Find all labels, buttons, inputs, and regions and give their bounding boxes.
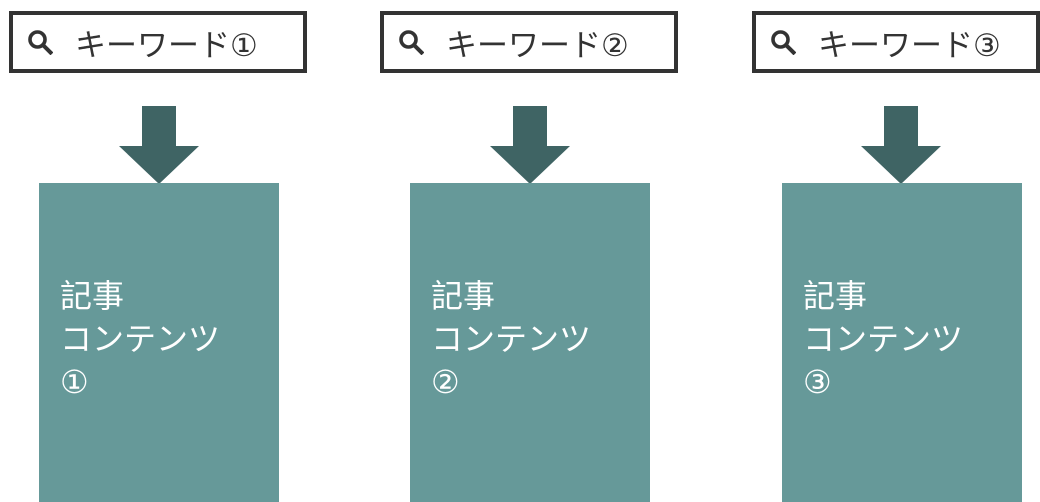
keyword-search-box-1[interactable]: キーワード① bbox=[9, 11, 307, 73]
article-content-line: 記事 bbox=[803, 277, 868, 315]
search-icon bbox=[399, 30, 424, 55]
keyword-column-3: キーワード③ 記事 コンテンツ ③ bbox=[752, 0, 1040, 502]
down-arrow-2 bbox=[490, 106, 570, 184]
article-content-line: コンテンツ bbox=[60, 320, 221, 358]
article-content-line: コンテンツ bbox=[431, 320, 592, 358]
article-content-line: ③ bbox=[803, 363, 832, 401]
down-arrow-1 bbox=[119, 106, 199, 184]
keyword-column-1: キーワード① 記事 コンテンツ ① bbox=[9, 0, 309, 502]
keyword-label-2: キーワード② bbox=[446, 27, 629, 64]
keyword-label-1: キーワード① bbox=[75, 27, 258, 64]
down-arrow-3 bbox=[861, 106, 941, 184]
keyword-label-3: キーワード③ bbox=[818, 27, 1001, 64]
article-content-line: 記事 bbox=[60, 277, 125, 315]
search-icon bbox=[28, 30, 53, 55]
keyword-search-box-2[interactable]: キーワード② bbox=[380, 11, 678, 73]
article-content-line: コンテンツ bbox=[803, 320, 964, 358]
keyword-search-box-3[interactable]: キーワード③ bbox=[752, 11, 1040, 73]
search-icon bbox=[771, 30, 796, 55]
article-content-box-2: 記事 コンテンツ ② bbox=[410, 183, 650, 502]
keyword-column-2: キーワード② 記事 コンテンツ ② bbox=[380, 0, 680, 502]
article-content-line: ② bbox=[431, 363, 460, 401]
article-content-box-3: 記事 コンテンツ ③ bbox=[782, 183, 1022, 502]
article-content-box-1: 記事 コンテンツ ① bbox=[39, 183, 279, 502]
article-content-line: ① bbox=[60, 363, 89, 401]
article-content-line: 記事 bbox=[431, 277, 496, 315]
